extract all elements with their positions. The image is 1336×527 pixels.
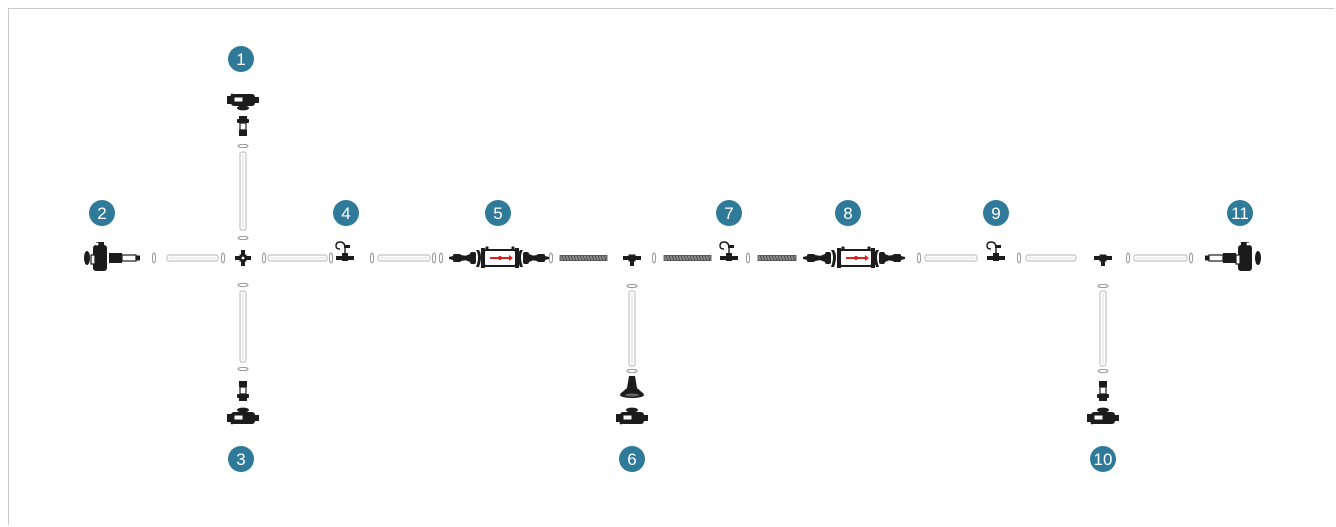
barb-fitting <box>449 254 467 262</box>
badge-4: 4 <box>333 200 359 226</box>
badge-8-label: 8 <box>843 204 852 223</box>
clamp-ring <box>626 283 638 289</box>
badge-1-label: 1 <box>236 50 245 69</box>
clamp-ring <box>431 252 437 264</box>
tube-segment <box>924 254 978 262</box>
badge-5: 5 <box>485 200 511 226</box>
clamp-ring <box>651 252 657 264</box>
badge-11-label: 11 <box>1231 204 1249 223</box>
clamp-ring <box>237 143 249 149</box>
clamp-ring <box>237 366 249 372</box>
clamp-ring <box>1097 283 1109 289</box>
tubing-layer <box>166 151 1188 367</box>
clamp-ring <box>916 252 922 264</box>
clamp-ring <box>151 252 157 264</box>
badge-8: 8 <box>835 200 861 226</box>
badge-2: 2 <box>89 200 115 226</box>
tube-segment <box>166 254 219 262</box>
panel-connector <box>616 407 648 425</box>
badge-9: 9 <box>983 200 1009 226</box>
clamp-ring <box>626 368 638 374</box>
barb-fitting <box>531 254 549 262</box>
panel-connector <box>1205 242 1261 271</box>
clamp-ring <box>237 235 249 241</box>
badge-2-label: 2 <box>97 204 106 223</box>
badge-11: 11 <box>1227 200 1253 226</box>
clamp-ring <box>261 252 267 264</box>
quick-disconnect <box>465 250 481 267</box>
badge-7-label: 7 <box>724 204 733 223</box>
nozzle-fitting <box>237 116 249 136</box>
parts-layer <box>84 93 1261 425</box>
flow-indicator <box>481 246 519 268</box>
tube-segment <box>1133 254 1188 262</box>
badge-5-label: 5 <box>493 204 502 223</box>
fill-port-tee <box>719 241 738 261</box>
tube-segment <box>239 290 247 363</box>
badge-9-label: 9 <box>991 204 1000 223</box>
badge-6-label: 6 <box>627 450 636 469</box>
barb-fitting <box>803 254 821 262</box>
panel-connector <box>1087 407 1119 425</box>
badge-3-label: 3 <box>236 450 245 469</box>
clamp-ring <box>237 282 249 288</box>
tube-segment <box>1099 290 1107 367</box>
mesh-tube <box>757 255 797 261</box>
flow-indicator <box>837 246 875 268</box>
cross-fitting <box>235 250 251 266</box>
fill-port-tee <box>986 241 1005 261</box>
tube-segment <box>267 254 328 262</box>
clamp-ring <box>369 252 375 264</box>
badge-3: 3 <box>228 446 254 472</box>
mesh-tube <box>559 255 608 261</box>
clamp-ring <box>220 252 226 264</box>
panel-connector <box>84 242 140 271</box>
nozzle-fitting <box>620 376 644 398</box>
badge-10-label: 10 <box>1094 450 1113 469</box>
clamp-ring <box>548 252 554 264</box>
badge-6: 6 <box>619 446 645 472</box>
badge-7: 7 <box>716 200 742 226</box>
tube-segment <box>628 290 636 367</box>
badge-4-label: 4 <box>341 204 350 223</box>
clamp-ring <box>438 252 444 264</box>
clamp-ring <box>328 252 334 264</box>
tee-fitting <box>1094 254 1112 266</box>
clamp-ring <box>1097 368 1109 374</box>
fill-port-tee <box>335 241 354 261</box>
badge-1: 1 <box>228 46 254 72</box>
diagram-frame <box>8 8 1334 525</box>
panel-connector <box>227 93 259 111</box>
tube-segment <box>1025 254 1077 262</box>
tee-fitting <box>623 254 641 266</box>
quick-disconnect <box>820 250 836 267</box>
nozzle-fitting <box>1097 381 1109 401</box>
badge-10: 10 <box>1090 446 1116 472</box>
panel-connector <box>227 407 259 425</box>
tube-segment <box>377 254 431 262</box>
clamp-ring <box>745 252 751 264</box>
barb-fitting <box>887 254 905 262</box>
mesh-tube <box>663 255 712 261</box>
nozzle-fitting <box>237 381 249 401</box>
clamp-ring <box>1188 252 1194 264</box>
clamp-ring <box>1016 252 1022 264</box>
clamp-ring <box>1125 252 1131 264</box>
tube-segment <box>239 151 247 231</box>
